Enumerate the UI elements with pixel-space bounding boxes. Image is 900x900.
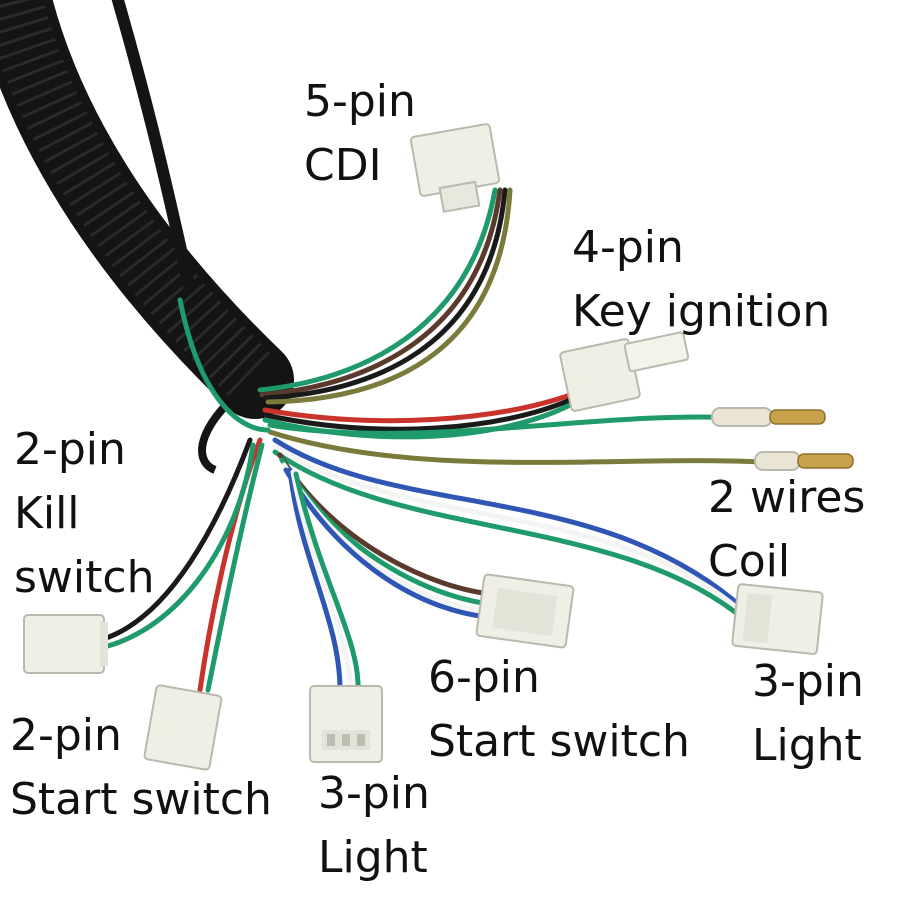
coil-terminals [711,407,854,471]
label-coil: 2 wires Coil [708,466,865,594]
wire-bundle [97,187,763,693]
start-switch-6pin-connector [475,573,575,649]
label-light-bottom-line1: 3-pin [318,768,430,819]
label-start-switch-2pin-line1: 2-pin [10,710,122,761]
label-start-switch-2pin: 2-pin Start switch [10,704,272,832]
label-kill-switch: 2-pin Kill switch [14,418,154,610]
label-start-switch-6pin: 6-pin Start switch [428,646,690,774]
label-kill-switch-line2: Kill [14,488,80,539]
label-start-switch-6pin-line2: Start switch [428,716,690,767]
label-light-right: 3-pin Light [752,650,864,778]
harness-sheath [0,0,294,474]
start-switch-2pin-connector [143,684,223,771]
label-key-ignition-line2: Key ignition [572,286,831,337]
label-key-ignition-line1: 4-pin [572,222,684,273]
label-cdi: 5-pin CDI [304,70,416,198]
label-kill-switch-line3: switch [14,552,155,603]
label-kill-switch-line1: 2-pin [14,424,126,475]
label-cdi-line2: CDI [304,140,382,191]
label-light-right-line1: 3-pin [752,656,864,707]
label-light-bottom-line2: Light [318,832,428,883]
label-light-bottom: 3-pin Light [318,762,430,890]
label-light-right-line2: Light [752,720,862,771]
cdi-connector [410,123,500,213]
light-right-connector [731,583,824,655]
label-coil-line1: 2 wires [708,472,866,523]
label-cdi-line1: 5-pin [304,76,416,127]
label-start-switch-6pin-line1: 6-pin [428,652,540,703]
light-bottom-connector [309,685,383,763]
label-coil-line2: Coil [708,536,791,587]
label-key-ignition: 4-pin Key ignition [572,216,830,344]
key-ignition-connector [559,331,690,412]
kill-switch-connector [23,614,108,674]
label-start-switch-2pin-line2: Start switch [10,774,272,825]
